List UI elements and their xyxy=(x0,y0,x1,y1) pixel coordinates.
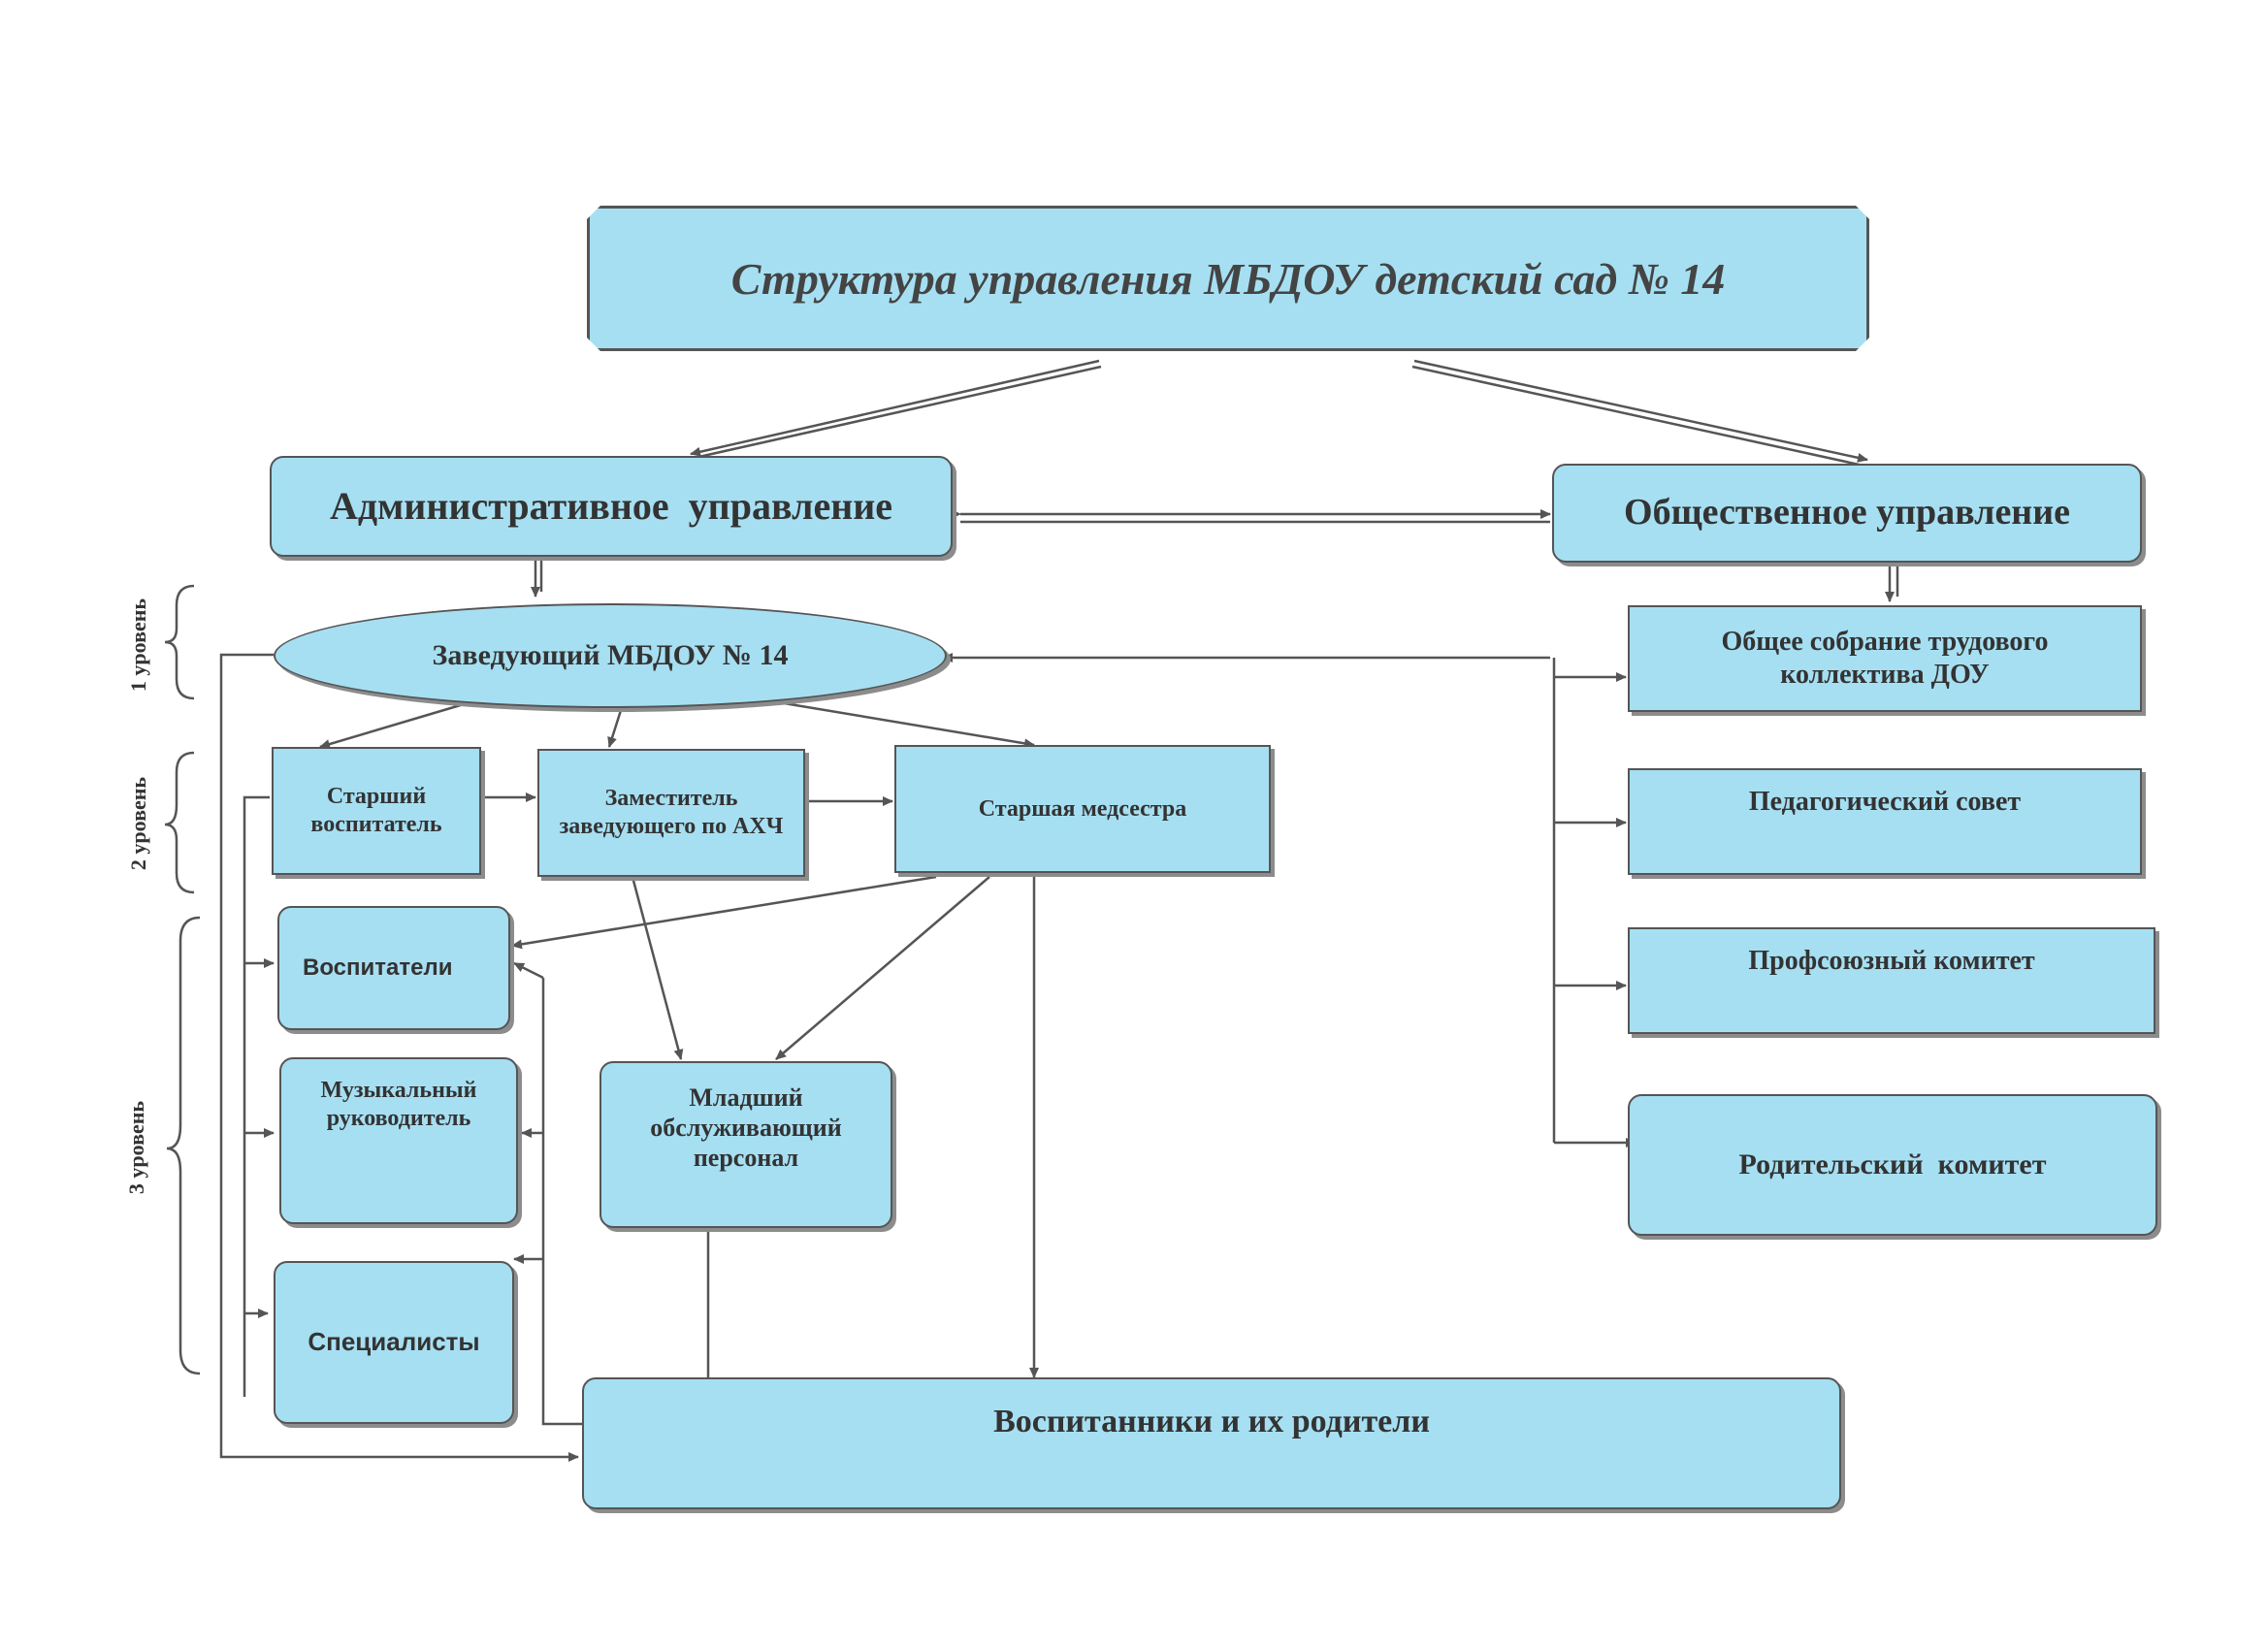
title-to-public-arrow xyxy=(1413,359,1868,463)
level1-brace xyxy=(164,584,195,700)
music-director-box: Музыкальный руководитель xyxy=(279,1057,518,1224)
parent-committee-box: Родительский комитет xyxy=(1628,1094,2157,1236)
level-2-label: 2 уровень xyxy=(126,776,150,871)
nurse-to-junior xyxy=(775,876,990,1060)
deputy-to-junior xyxy=(631,876,684,1060)
level3-brace xyxy=(166,916,201,1375)
head-to-deputy xyxy=(607,703,625,748)
junior-staff-box: Младший обслуживающий персонал xyxy=(599,1061,892,1228)
level2-brace xyxy=(164,751,195,894)
admin-management-box: Административное управление xyxy=(270,456,953,557)
trade-union-box: Профсоюзный комитет xyxy=(1628,927,2155,1034)
teachers-box: Воспитатели xyxy=(277,906,510,1030)
pedagogical-council-box: Педагогический совет xyxy=(1628,768,2142,875)
level-3-label: 3 уровень xyxy=(124,1100,148,1195)
head-to-senior-teacher xyxy=(319,702,465,749)
nurse-to-teachers xyxy=(511,875,937,950)
head-to-pupils-line xyxy=(219,653,579,1462)
head-ellipse: Заведующий МБДОУ № 14 xyxy=(274,603,947,708)
diagram-title: Структура управления МБДОУ детский сад №… xyxy=(730,253,1726,304)
deputy-box: Заместитель заведующего по АХЧ xyxy=(537,749,805,877)
title-banner: Структура управления МБДОУ детский сад №… xyxy=(587,206,1869,351)
specialists-box: Специалисты xyxy=(274,1261,514,1424)
senior-nurse-box: Старшая медсестра xyxy=(894,745,1271,873)
level-1-label: 1 уровень xyxy=(126,598,150,693)
head-to-nurse xyxy=(765,698,1035,749)
senior-teacher-box: Старший воспитатель xyxy=(272,747,481,875)
title-to-admin-arrow xyxy=(690,359,1100,457)
general-meeting-box: Общее собрание трудового коллектива ДОУ xyxy=(1628,605,2142,712)
public-management-box: Общественное управление xyxy=(1552,464,2142,563)
pupils-box: Воспитанники и их родители xyxy=(582,1377,1841,1509)
